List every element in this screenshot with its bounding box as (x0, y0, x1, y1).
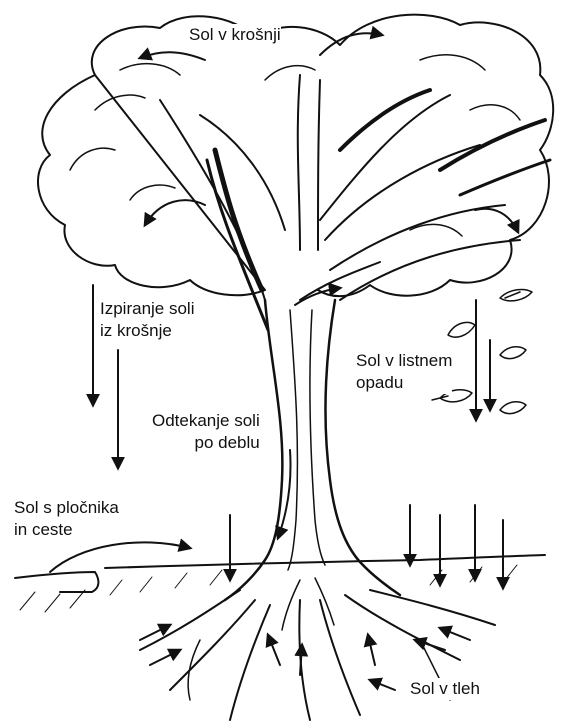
label-crown-leaching-line-2: iz krošnje (100, 320, 195, 342)
label-crown-leaching: Izpiranje soli iz krošnje (100, 298, 195, 342)
label-road-salt-line-2: in ceste (14, 519, 119, 541)
label-stemflow-line-1: Odtekanje soli (152, 410, 260, 432)
tree-branches (160, 75, 550, 300)
label-road-salt-line-1: Sol s pločnika (14, 497, 119, 519)
label-soil-salt: Sol v tleh (410, 678, 480, 700)
label-road-salt: Sol s pločnika in ceste (14, 497, 119, 541)
label-leaf-litter-line-2: opadu (356, 372, 452, 394)
label-crown-salt: Sol v krošnji (189, 24, 281, 46)
label-leaf-litter-line-1: Sol v listnem (356, 350, 452, 372)
label-crown-leaching-line-1: Izpiranje soli (100, 298, 195, 320)
label-stemflow: Odtekanje soli po deblu (152, 410, 260, 454)
road-curb (15, 542, 545, 612)
crown-arrows (140, 33, 518, 305)
tree-crown (38, 15, 553, 297)
litter-arrows (476, 300, 490, 420)
label-leaf-litter: Sol v listnem opadu (356, 350, 452, 394)
label-stemflow-line-2: po deblu (152, 432, 260, 454)
